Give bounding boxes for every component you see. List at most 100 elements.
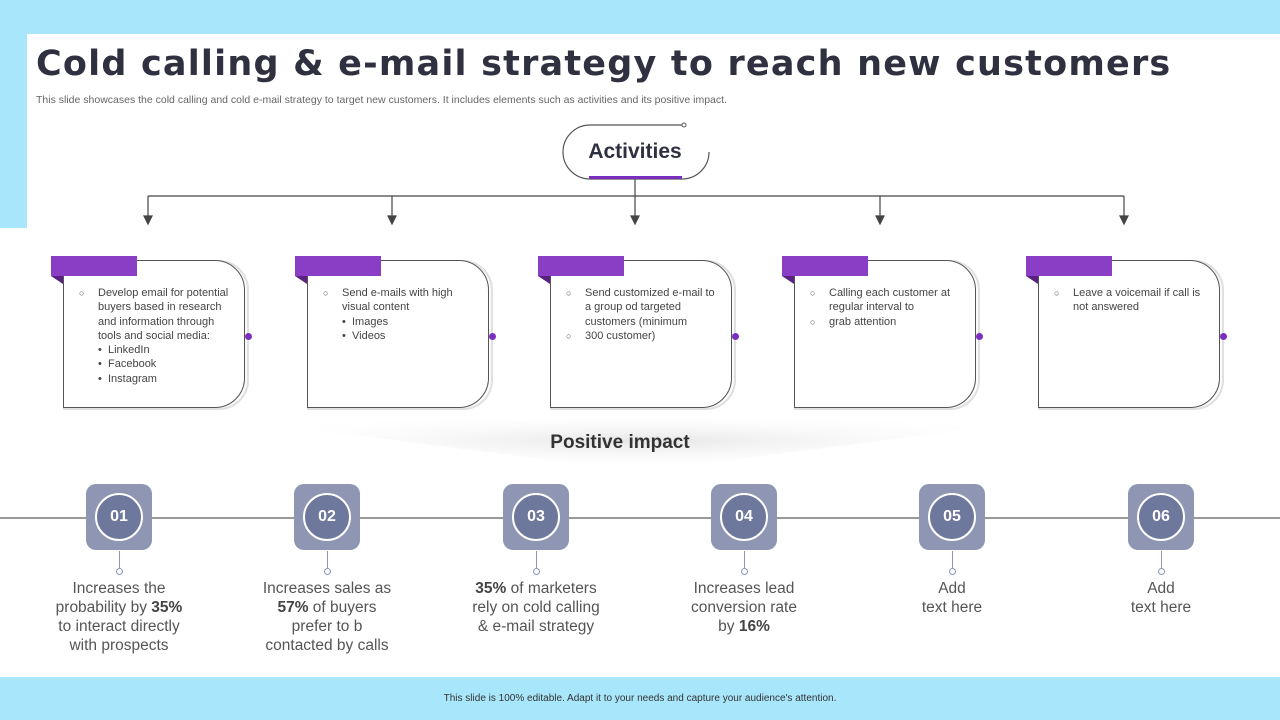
step-stem (326, 551, 328, 569)
card-body (794, 260, 976, 408)
impact-step-1: 01 (86, 484, 152, 550)
step-line: rely on cold calling (441, 598, 631, 617)
circle-bullet-icon: ○ (566, 288, 572, 298)
card-tab-fold (295, 276, 307, 284)
card-sub-bullet: •Facebook (79, 357, 235, 371)
dot-bullet-icon: • (98, 358, 102, 371)
step-line: 35% of marketers (441, 579, 631, 598)
step-text-segment: 35% (475, 580, 507, 597)
card-tab-fold (782, 276, 794, 284)
activities-connector (143, 178, 1129, 226)
step-text-segment: 57% (277, 599, 309, 616)
card-connector-dot (976, 333, 983, 340)
step-text-segment: Increases sales as (262, 580, 392, 597)
card-text: ○Leave a voicemail if call is not answer… (1054, 286, 1210, 315)
step-stem (1160, 551, 1162, 569)
step-line: prefer to b (232, 617, 422, 636)
step-text-segment: text here (1130, 599, 1192, 616)
card-text: ○Calling each customer at regular interv… (810, 286, 966, 329)
card-connector-dot (732, 333, 739, 340)
step-text-segment: with prospects (69, 637, 169, 654)
step-line: Increases the (24, 579, 214, 598)
card-connector-dot (489, 333, 496, 340)
activity-card-5: ○Leave a voicemail if call is not answer… (1026, 256, 1227, 410)
activities-underline (589, 176, 682, 179)
step-text-segment: prefer to b (291, 618, 363, 635)
card-connector-dot (1220, 333, 1227, 340)
activity-card-4: ○Calling each customer at regular interv… (782, 256, 983, 410)
card-body (307, 260, 489, 408)
step-line: & e-mail strategy (441, 617, 631, 636)
page-subtitle: This slide showcases the cold calling an… (36, 94, 727, 106)
step-stem (951, 551, 953, 569)
page-title: Cold calling & e-mail strategy to reach … (36, 44, 1172, 84)
step-text-segment: conversion rate (691, 599, 797, 616)
positive-impact-label: Positive impact (550, 432, 690, 453)
step-number: 02 (303, 493, 351, 541)
step-text-segment: Add (938, 580, 966, 597)
activities-bubble (562, 122, 710, 180)
footer-note: This slide is 100% editable. Adapt it to… (443, 693, 837, 704)
step-pin (115, 568, 123, 575)
step-text-segment: by (718, 618, 739, 635)
card-sub-bullet: •LinkedIn (79, 343, 235, 357)
step-line: text here (1066, 598, 1256, 617)
step-text-segment: of marketers (506, 580, 597, 597)
dot-bullet-icon: • (342, 329, 346, 342)
card-connector-dot (245, 333, 252, 340)
step-line: probability by 35% (24, 598, 214, 617)
step-line: Increases sales as (232, 579, 422, 598)
step-text-segment: of buyers (308, 599, 377, 616)
step-line: conversion rate (649, 598, 839, 617)
impact-step-3: 03 (503, 484, 569, 550)
impact-step-4: 04 (711, 484, 777, 550)
step-pin (532, 568, 540, 575)
step-number: 05 (928, 493, 976, 541)
card-body (550, 260, 732, 408)
card-sub-bullet: • Images (323, 315, 479, 329)
impact-step-6: 06 (1128, 484, 1194, 550)
dot-bullet-icon: • (342, 315, 346, 328)
card-tab (538, 256, 624, 276)
positive-impact-shade (240, 420, 1040, 472)
step-number: 03 (512, 493, 560, 541)
card-bullet-text: Develop email for potential buyers based… (98, 287, 229, 342)
step-stem (118, 551, 120, 569)
left-band (0, 0, 27, 228)
card-bullet: ○Develop email for potential buyers base… (79, 286, 235, 343)
card-sub-bullet-text: Images (352, 315, 389, 328)
step-description: Increases sales as 57% of buyers prefer to… (232, 579, 422, 655)
impact-step-2: 02 (294, 484, 360, 550)
step-line: Add (857, 579, 1047, 598)
card-tab (782, 256, 868, 276)
step-text-segment: rely on cold calling (472, 599, 600, 616)
step-text-segment: Increases the (72, 580, 166, 597)
bottom-band (0, 677, 1280, 720)
step-line: contacted by calls (232, 636, 422, 655)
card-bullet: ○Leave a voicemail if call is not answer… (1054, 286, 1210, 315)
activities-label: Activities (588, 140, 682, 163)
circle-bullet-icon: ○ (810, 316, 816, 327)
step-pin (323, 568, 331, 575)
card-bullet: ○Calling each customer at regular interv… (810, 286, 966, 315)
card-tab (51, 256, 137, 276)
card-tab-fold (538, 276, 550, 284)
activity-card-3: ○ Send customized e-mail to a group od ta… (538, 256, 739, 410)
step-pin (948, 568, 956, 575)
card-bullet: ○ grab attention (810, 315, 966, 329)
card-tab-fold (51, 276, 63, 284)
card-sub-bullet: •Instagram (79, 372, 235, 386)
step-line: to interact directly (24, 617, 214, 636)
circle-bullet-icon: ○ (810, 288, 816, 298)
step-line: Increases lead (649, 579, 839, 598)
card-bullet-text: Send customized e-mail to a group od tar… (585, 287, 715, 328)
circle-bullet-icon: ○ (566, 330, 572, 341)
dot-bullet-icon: • (98, 344, 102, 357)
impact-step-5: 05 (919, 484, 985, 550)
step-text-segment: Increases lead (693, 580, 795, 597)
card-bullet-text: grab attention (829, 315, 897, 328)
step-line: with prospects (24, 636, 214, 655)
